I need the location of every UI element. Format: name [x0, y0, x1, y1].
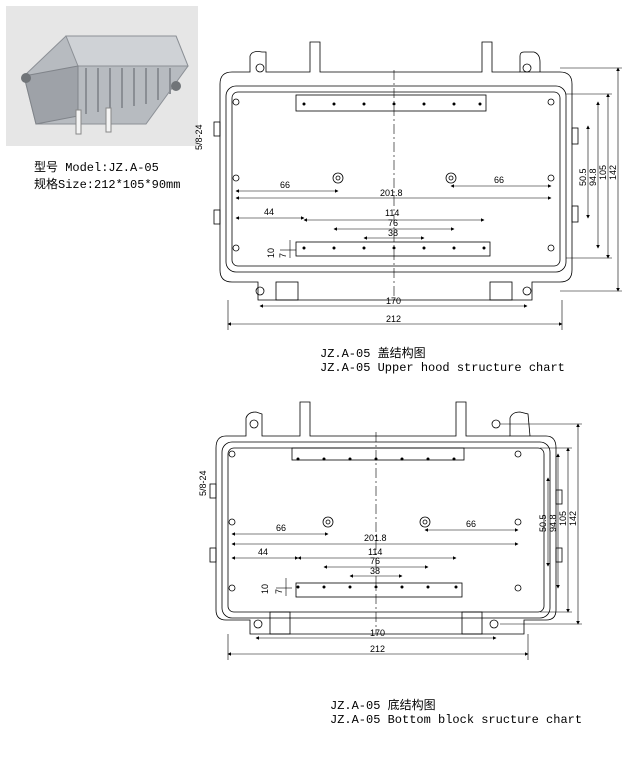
bottom-dim-170: 170 — [370, 628, 385, 638]
dim-44: 44 — [264, 207, 274, 217]
dim-105: 105 — [598, 165, 608, 180]
dim-201-8: 201.8 — [380, 188, 403, 198]
bottom-thread-label: 5/8-24 — [198, 470, 208, 496]
upper-caption-cn: JZ.A-05 盖结构图 — [320, 347, 426, 361]
dim-66-left: 66 — [280, 180, 290, 190]
dim-94-8: 94.8 — [588, 168, 598, 186]
bottom-caption-cn: JZ.A-05 底结构图 — [330, 699, 436, 713]
bottom-dimension-lines — [227, 423, 582, 660]
upper-dimension-lines — [227, 67, 622, 330]
bottom-dim-7: 7 — [274, 589, 284, 594]
bottom-dim-142: 142 — [568, 511, 578, 526]
upper-hood-drawing — [213, 41, 579, 301]
bottom-dim-66-right: 66 — [466, 519, 476, 529]
bottom-dim-66-left: 66 — [276, 523, 286, 533]
model-label: 型号 Model:JZ.A-05 — [34, 161, 159, 175]
product-photo — [6, 6, 198, 146]
upper-caption-en: JZ.A-05 Upper hood structure chart — [320, 361, 565, 375]
bottom-dim-114: 114 — [368, 547, 382, 557]
bottom-holes — [228, 419, 522, 629]
dim-114: 114 — [385, 208, 399, 218]
dim-212: 212 — [386, 314, 401, 324]
dim-66-right: 66 — [494, 175, 504, 185]
bottom-dimension-text: 5/8-24 66 66 201.8 44 114 76 38 10 7 170… — [198, 470, 578, 654]
dim-170: 170 — [386, 296, 401, 306]
size-label: 规格Size:212*105*90mm — [34, 178, 181, 192]
bottom-block-drawing — [209, 401, 563, 635]
bottom-caption-en: JZ.A-05 Bottom block sructure chart — [330, 713, 583, 727]
dim-142: 142 — [608, 165, 618, 180]
bottom-dim-38: 38 — [370, 566, 380, 576]
bottom-dim-76: 76 — [370, 556, 380, 566]
bottom-dim-212: 212 — [370, 644, 385, 654]
thread-label: 5/8-24 — [194, 124, 204, 150]
bottom-dim-50-5: 50.5 — [538, 514, 548, 532]
bottom-dim-201-8: 201.8 — [364, 533, 387, 543]
dim-50-5: 50.5 — [578, 168, 588, 186]
dim-10: 10 — [266, 248, 276, 258]
dim-38: 38 — [388, 228, 398, 238]
bottom-dim-44: 44 — [258, 547, 268, 557]
bottom-dim-105: 105 — [558, 511, 568, 526]
bottom-dim-10: 10 — [260, 584, 270, 594]
dim-7: 7 — [278, 253, 288, 258]
upper-dimension-text: 5/8-24 66 66 201.8 44 114 76 38 10 7 170… — [194, 124, 618, 324]
bottom-dim-94-8: 94.8 — [548, 514, 558, 532]
upper-holes — [232, 63, 555, 296]
enclosure-photo-image — [6, 6, 198, 146]
dim-76: 76 — [388, 218, 398, 228]
